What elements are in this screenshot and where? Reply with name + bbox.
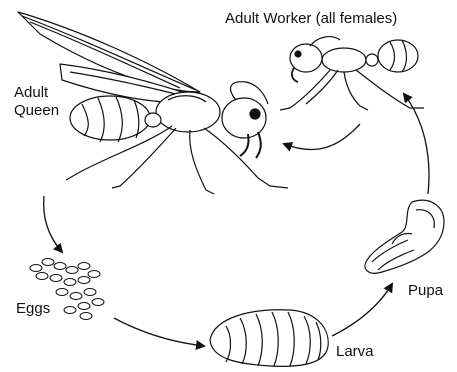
arrow-pupa-to-worker <box>404 94 429 194</box>
arrow-queen-to-eggs <box>44 196 62 252</box>
label-adult-worker: Adult Worker (all females) <box>225 10 397 28</box>
label-adult-queen-line2: Queen <box>14 102 74 120</box>
label-adult-queen: Adult Queen <box>14 84 74 120</box>
label-eggs: Eggs <box>16 300 50 318</box>
adult-worker-illustration <box>280 37 424 110</box>
arrow-larva-to-pupa <box>332 284 392 336</box>
pupa-illustration <box>365 200 444 273</box>
label-adult-queen-line1: Adult <box>14 84 74 102</box>
label-larva: Larva <box>336 343 374 361</box>
label-pupa: Pupa <box>408 282 443 300</box>
arrow-eggs-to-larva <box>114 318 204 346</box>
arrow-worker-to-queen <box>284 124 360 150</box>
larva-illustration <box>210 310 328 367</box>
